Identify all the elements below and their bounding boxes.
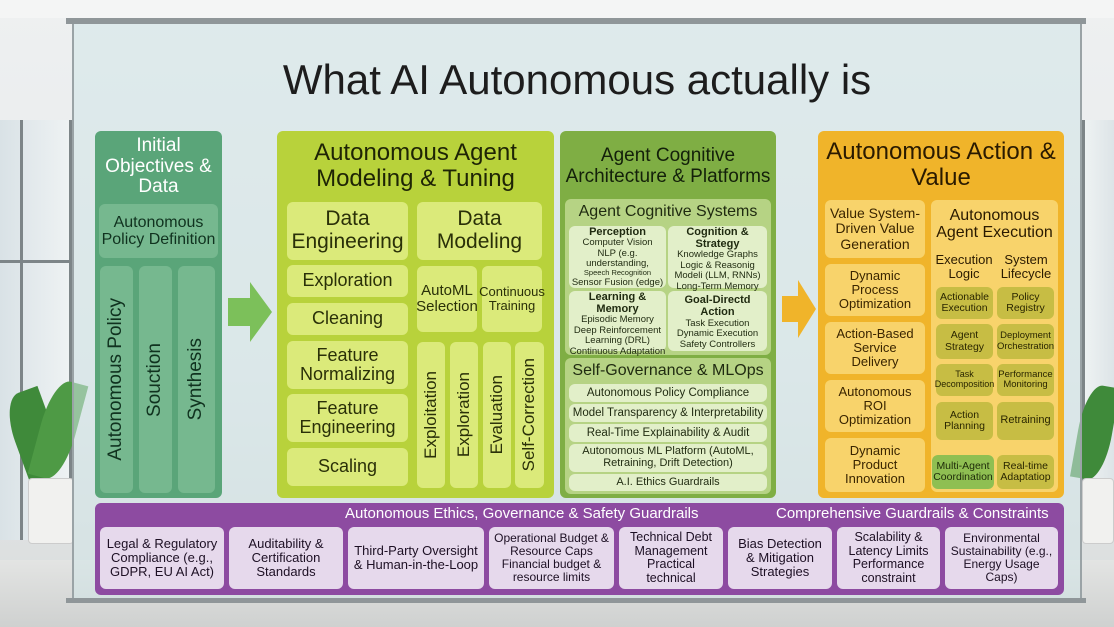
col2-left-item-3: Feature Normalizing [287, 341, 408, 389]
col2-data-modeling: Data Modeling [417, 202, 542, 260]
col2-vert-4: Self-Correction [515, 342, 544, 488]
exec-title: Autonomous Agent Execution [936, 206, 1053, 241]
value-item-2: Action-Based Service Delivery [825, 322, 925, 374]
col2-vert-label-3: Evaluation [486, 375, 506, 455]
col2-vert-label-2: Exploration [453, 372, 473, 458]
top-rail [66, 18, 1086, 24]
arrow-1-icon [250, 282, 272, 342]
lifecycle-item-2: Deployment Orchestration [997, 324, 1054, 359]
value-title: Value System-Driven Value Generation [825, 200, 925, 258]
col2-left-item-2: Cleaning [287, 303, 408, 335]
logic-item-3: Task Decomposition [935, 364, 994, 396]
value-item-1: Dynamic Process Optimization [825, 264, 925, 316]
col2-left-item-4: Feature Engineering [287, 394, 408, 442]
col1-vert-1: Autonomous Policy [100, 266, 133, 493]
col2-left-item-5: Scaling [287, 448, 408, 486]
governance-item-1: Autonomous Policy Compliance [569, 384, 767, 402]
guardrail-item-6: Bias Detection & Mitigation Strategies [728, 527, 832, 589]
cognition-box: Cognition & Strategy Knowledge Graphs Lo… [668, 226, 767, 291]
logic-item-2: Agent Strategy [936, 324, 993, 359]
col3-systems-title: Agent Cognitive Systems [578, 203, 758, 221]
page-title: What AI Autonomous actually is [282, 56, 872, 103]
guardrail-item-1: Legal & Regulatory Compliance (e.g., GDP… [100, 527, 224, 589]
governance-item-5: A.I. Ethics Guardrails [569, 474, 767, 491]
learning-line-1: Episodic Memory [581, 314, 654, 326]
left-window [0, 120, 72, 540]
cognition-line-2: Logic & Reasonig [680, 259, 755, 271]
learning-line-4: Continuous Adaptation [569, 345, 666, 357]
col1-vert-label-2: Souction [144, 342, 166, 417]
guardrail-item-5: Technical Debt Management Practical tech… [619, 527, 723, 589]
guardrail-item-3: Third-Party Oversight & Human-in-the-Loo… [348, 527, 484, 589]
guardrail-item-2: Auditability & Certification Standards [229, 527, 343, 589]
perception-line-3: Speech Recognition [583, 268, 652, 278]
col2-vert-2: Exploration [450, 342, 478, 488]
col2-left-item-1: Exploration [287, 265, 408, 297]
pot-left [28, 478, 74, 544]
guardrail-item-4: Operational Budget & Resource Caps Finan… [489, 527, 614, 589]
col3-header: Agent Cognitive Architecture & Platforms [565, 145, 771, 187]
goal-box: Goal-Directd Action Task Execution Dynam… [668, 291, 767, 351]
col2-continuous: Continuous Training [479, 266, 545, 332]
col1-policy: Autonomous Policy Definition [99, 204, 218, 258]
arrow-1-shaft [228, 298, 252, 326]
guardrail-item-7: Scalability & Latency Limits Performance… [837, 527, 940, 589]
value-item-3: Autonomous ROI Optimization [825, 380, 925, 432]
col2-vert-3: Evaluation [483, 342, 511, 488]
perception-line-4: Sensor Fusion (edge) [571, 276, 664, 288]
learning-title: Learning & Memory [588, 291, 647, 316]
lifecycle-item-1: Policy Registry [997, 287, 1054, 319]
logic-item-1: Actionable Execution [936, 287, 993, 319]
lifecycle-item-4: Retraining [997, 402, 1054, 440]
governance-item-4: Autonomous ML Platform (AutoML, Retraini… [569, 444, 767, 472]
governance-item-3: Real-Time Explainability & Audit [569, 424, 767, 442]
value-item-4: Dynamic Product Innovation [825, 438, 925, 492]
lifecycle-title: System Lifecycle [1000, 251, 1052, 281]
col1-vert-3: Synthesis [178, 266, 215, 493]
learning-line-2: Deep Reinforcement [573, 324, 662, 336]
arrow-2-shaft [782, 296, 800, 322]
col1-vert-label-1: Autonomous Policy [105, 298, 127, 461]
cognition-line-1: Knowledge Graphs [677, 249, 758, 261]
guardrails-title-right: Comprehensive Guardrails & Constraints [776, 505, 1049, 522]
exec-logic-title: Execution Logic [935, 251, 993, 281]
governance-item-2: Model Transparency & Interpretability [569, 404, 767, 422]
col1-header: Initial Objectives & Data [105, 135, 212, 198]
col1-vert-label-3: Synthesis [185, 338, 207, 421]
col1-vert-2: Souction [139, 266, 172, 493]
cognition-title: Cognition & Strategy [686, 226, 749, 251]
guardrails-title-left: Autonomous Ethics, Governance & Safety G… [345, 505, 699, 522]
cognition-line-4: Long-Term Memory [676, 280, 759, 292]
col3-governance-title: Self-Governance & MLOps [572, 362, 764, 380]
bottom-rail [66, 598, 1086, 603]
goal-line-1: Task Execution [685, 317, 750, 329]
learning-box: Learning & Memory Episodic Memory Deep R… [569, 291, 666, 356]
logic-item-5: Multi-Agent Coordination [932, 455, 994, 489]
pot-right [1082, 478, 1114, 544]
arrow-2-icon [798, 280, 816, 338]
goal-title: Goal-Directd Action [684, 294, 751, 319]
perception-line-1: Computer Vision [582, 237, 653, 249]
col4-header: Autonomous Action & Value [826, 138, 1056, 191]
col2-vert-label-4: Self-Correction [519, 358, 539, 472]
col2-vert-1: Exploitation [417, 342, 445, 488]
lifecycle-item-3: Performance Monitoring [997, 364, 1054, 396]
learning-line-3: Learning (DRL) [585, 335, 650, 347]
perception-box: Perception Computer Vision NLP (e.g. und… [569, 226, 666, 288]
goal-line-3: Safety Controllers [679, 338, 756, 350]
col2-data-engineering: Data Engineering [287, 202, 408, 260]
col2-vert-label-1: Exploitation [420, 371, 440, 459]
logic-item-4: Action Planning [936, 402, 993, 440]
goal-line-2: Dynamic Execution [676, 328, 759, 340]
col2-automl: AutoML Selection [416, 266, 478, 332]
lifecycle-item-5: Real-time Adaptatiop [997, 455, 1054, 489]
perception-title: Perception [589, 226, 646, 238]
guardrail-item-8: Environmental Sustainability (e.g., Ener… [945, 527, 1058, 589]
ceiling [0, 0, 1114, 18]
cognition-line-3: Modeli (LLM, RNNs) [674, 270, 761, 282]
perception-line-2: NLP (e.g. understanding, [586, 247, 649, 269]
col2-header: Autonomous Agent Modeling & Tuning [314, 139, 517, 192]
